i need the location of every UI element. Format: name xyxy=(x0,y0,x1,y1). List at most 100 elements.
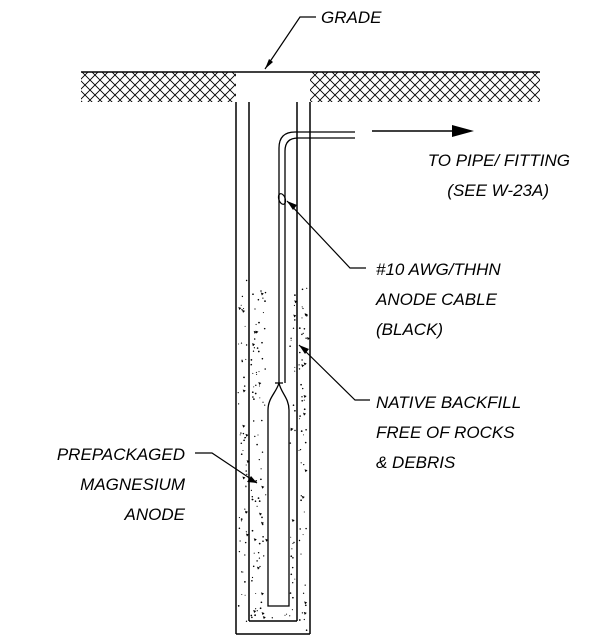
backfill-speck xyxy=(259,397,261,399)
backfill-speck xyxy=(284,614,286,616)
backfill-speck xyxy=(303,412,307,416)
leader-lines xyxy=(195,16,370,484)
backfill-speck xyxy=(263,327,266,330)
backfill-speck xyxy=(261,612,265,616)
backfill-speck xyxy=(245,433,249,437)
backfill-speck xyxy=(265,494,267,496)
backfill-speck xyxy=(242,424,246,428)
backfill-speck xyxy=(301,612,304,614)
backfill-speck xyxy=(245,358,247,360)
backfill-speck xyxy=(299,448,302,451)
backfill-speck xyxy=(262,540,264,542)
backfill-speck xyxy=(241,360,243,363)
backfill-speck xyxy=(299,528,301,530)
backfill-speck xyxy=(300,383,302,386)
backfill-speck xyxy=(298,364,300,366)
anode-label-line2: MAGNESIUM xyxy=(80,475,186,494)
backfill-speck xyxy=(239,540,241,542)
backfill-speck xyxy=(261,516,263,519)
backfill-speck xyxy=(240,442,243,445)
backfill-speck xyxy=(294,294,296,296)
backfill-speck xyxy=(304,313,307,316)
backfill-speck xyxy=(260,478,262,481)
backfill-speck xyxy=(292,582,294,584)
backfill-speck xyxy=(260,290,262,292)
backfill-speck xyxy=(244,541,247,544)
backfill-speck xyxy=(291,519,295,523)
backfill-speck xyxy=(242,309,246,313)
backfill-speck xyxy=(304,469,308,473)
backfill-speck xyxy=(301,359,303,361)
backfill-speck xyxy=(260,468,262,470)
backfill-speck xyxy=(245,620,248,622)
backfill-speck xyxy=(244,325,246,327)
backfill-speck xyxy=(261,341,263,344)
backfill-speck xyxy=(302,434,305,436)
backfill-speck xyxy=(290,536,292,538)
backfill-speck xyxy=(303,463,305,466)
anode-cable xyxy=(277,131,355,383)
backfill-speck xyxy=(243,385,246,387)
backfill-speck xyxy=(304,441,307,444)
backfill-speck xyxy=(301,364,305,368)
backfill-speck xyxy=(246,460,250,464)
backfill-speck xyxy=(256,560,258,562)
backfill-speck xyxy=(251,391,254,394)
backfill-speck xyxy=(299,418,301,420)
backfill-speck xyxy=(305,629,308,631)
backfill-speck xyxy=(241,295,244,298)
backfill-speck xyxy=(302,534,304,536)
backfill-speck xyxy=(300,495,302,497)
backfill-speck xyxy=(244,594,246,596)
backfill-speck xyxy=(258,458,260,461)
to-pipe-label-line2: (SEE W-23A) xyxy=(447,181,549,200)
backfill-speck xyxy=(261,419,263,422)
backfill-speck xyxy=(253,552,255,554)
backfill-speck xyxy=(289,615,291,617)
backfill-speck xyxy=(255,384,257,387)
backfill-speck xyxy=(294,300,298,304)
backfill-speck xyxy=(245,470,247,472)
backfill-speck xyxy=(299,415,301,417)
backfill-speck xyxy=(290,573,293,576)
backfill-speck xyxy=(238,306,242,310)
backfill-speck xyxy=(302,307,304,310)
backfill-speck xyxy=(290,337,292,340)
backfill-speck xyxy=(264,404,266,406)
cable-label-line2: ANODE CABLE xyxy=(375,290,498,309)
backfill-speck xyxy=(305,428,307,431)
to-pipe-label-line1: TO PIPE/ FITTING xyxy=(428,151,570,170)
backfill-speck xyxy=(253,609,257,613)
backfill-speck xyxy=(291,548,293,550)
backfill-speck xyxy=(251,498,254,501)
backfill-speck xyxy=(251,529,254,532)
backfill-speck xyxy=(306,315,308,317)
backfill-speck xyxy=(237,605,240,607)
backfill-speck xyxy=(294,578,296,580)
backfill-speck xyxy=(303,395,307,399)
backfill-speck xyxy=(263,555,265,557)
backfill-speck xyxy=(299,351,301,354)
backfill-speck xyxy=(293,304,295,307)
backfill-speck xyxy=(244,437,246,439)
backfill-speck xyxy=(259,607,262,610)
backfill-speck xyxy=(253,330,257,334)
backfill-speck xyxy=(253,338,256,340)
backfill-speck xyxy=(301,333,303,336)
backfill-speck xyxy=(293,314,297,318)
backfill-speck xyxy=(255,371,257,374)
backfill-speck xyxy=(304,604,307,607)
backfill-speck xyxy=(261,357,264,360)
backfill-speck xyxy=(256,505,258,507)
backfill-speck xyxy=(252,343,256,347)
backfill-speck xyxy=(240,571,243,573)
backfill-speck xyxy=(258,557,261,559)
backfill-speck xyxy=(251,496,254,498)
backfill-speck xyxy=(303,399,305,401)
backfill-speck xyxy=(244,581,246,583)
native-backfill-speckle xyxy=(237,279,310,631)
backfill-speck xyxy=(243,439,245,442)
backfill-speck xyxy=(294,366,296,368)
backfill-speck xyxy=(255,608,257,610)
backfill-speck xyxy=(293,541,295,544)
